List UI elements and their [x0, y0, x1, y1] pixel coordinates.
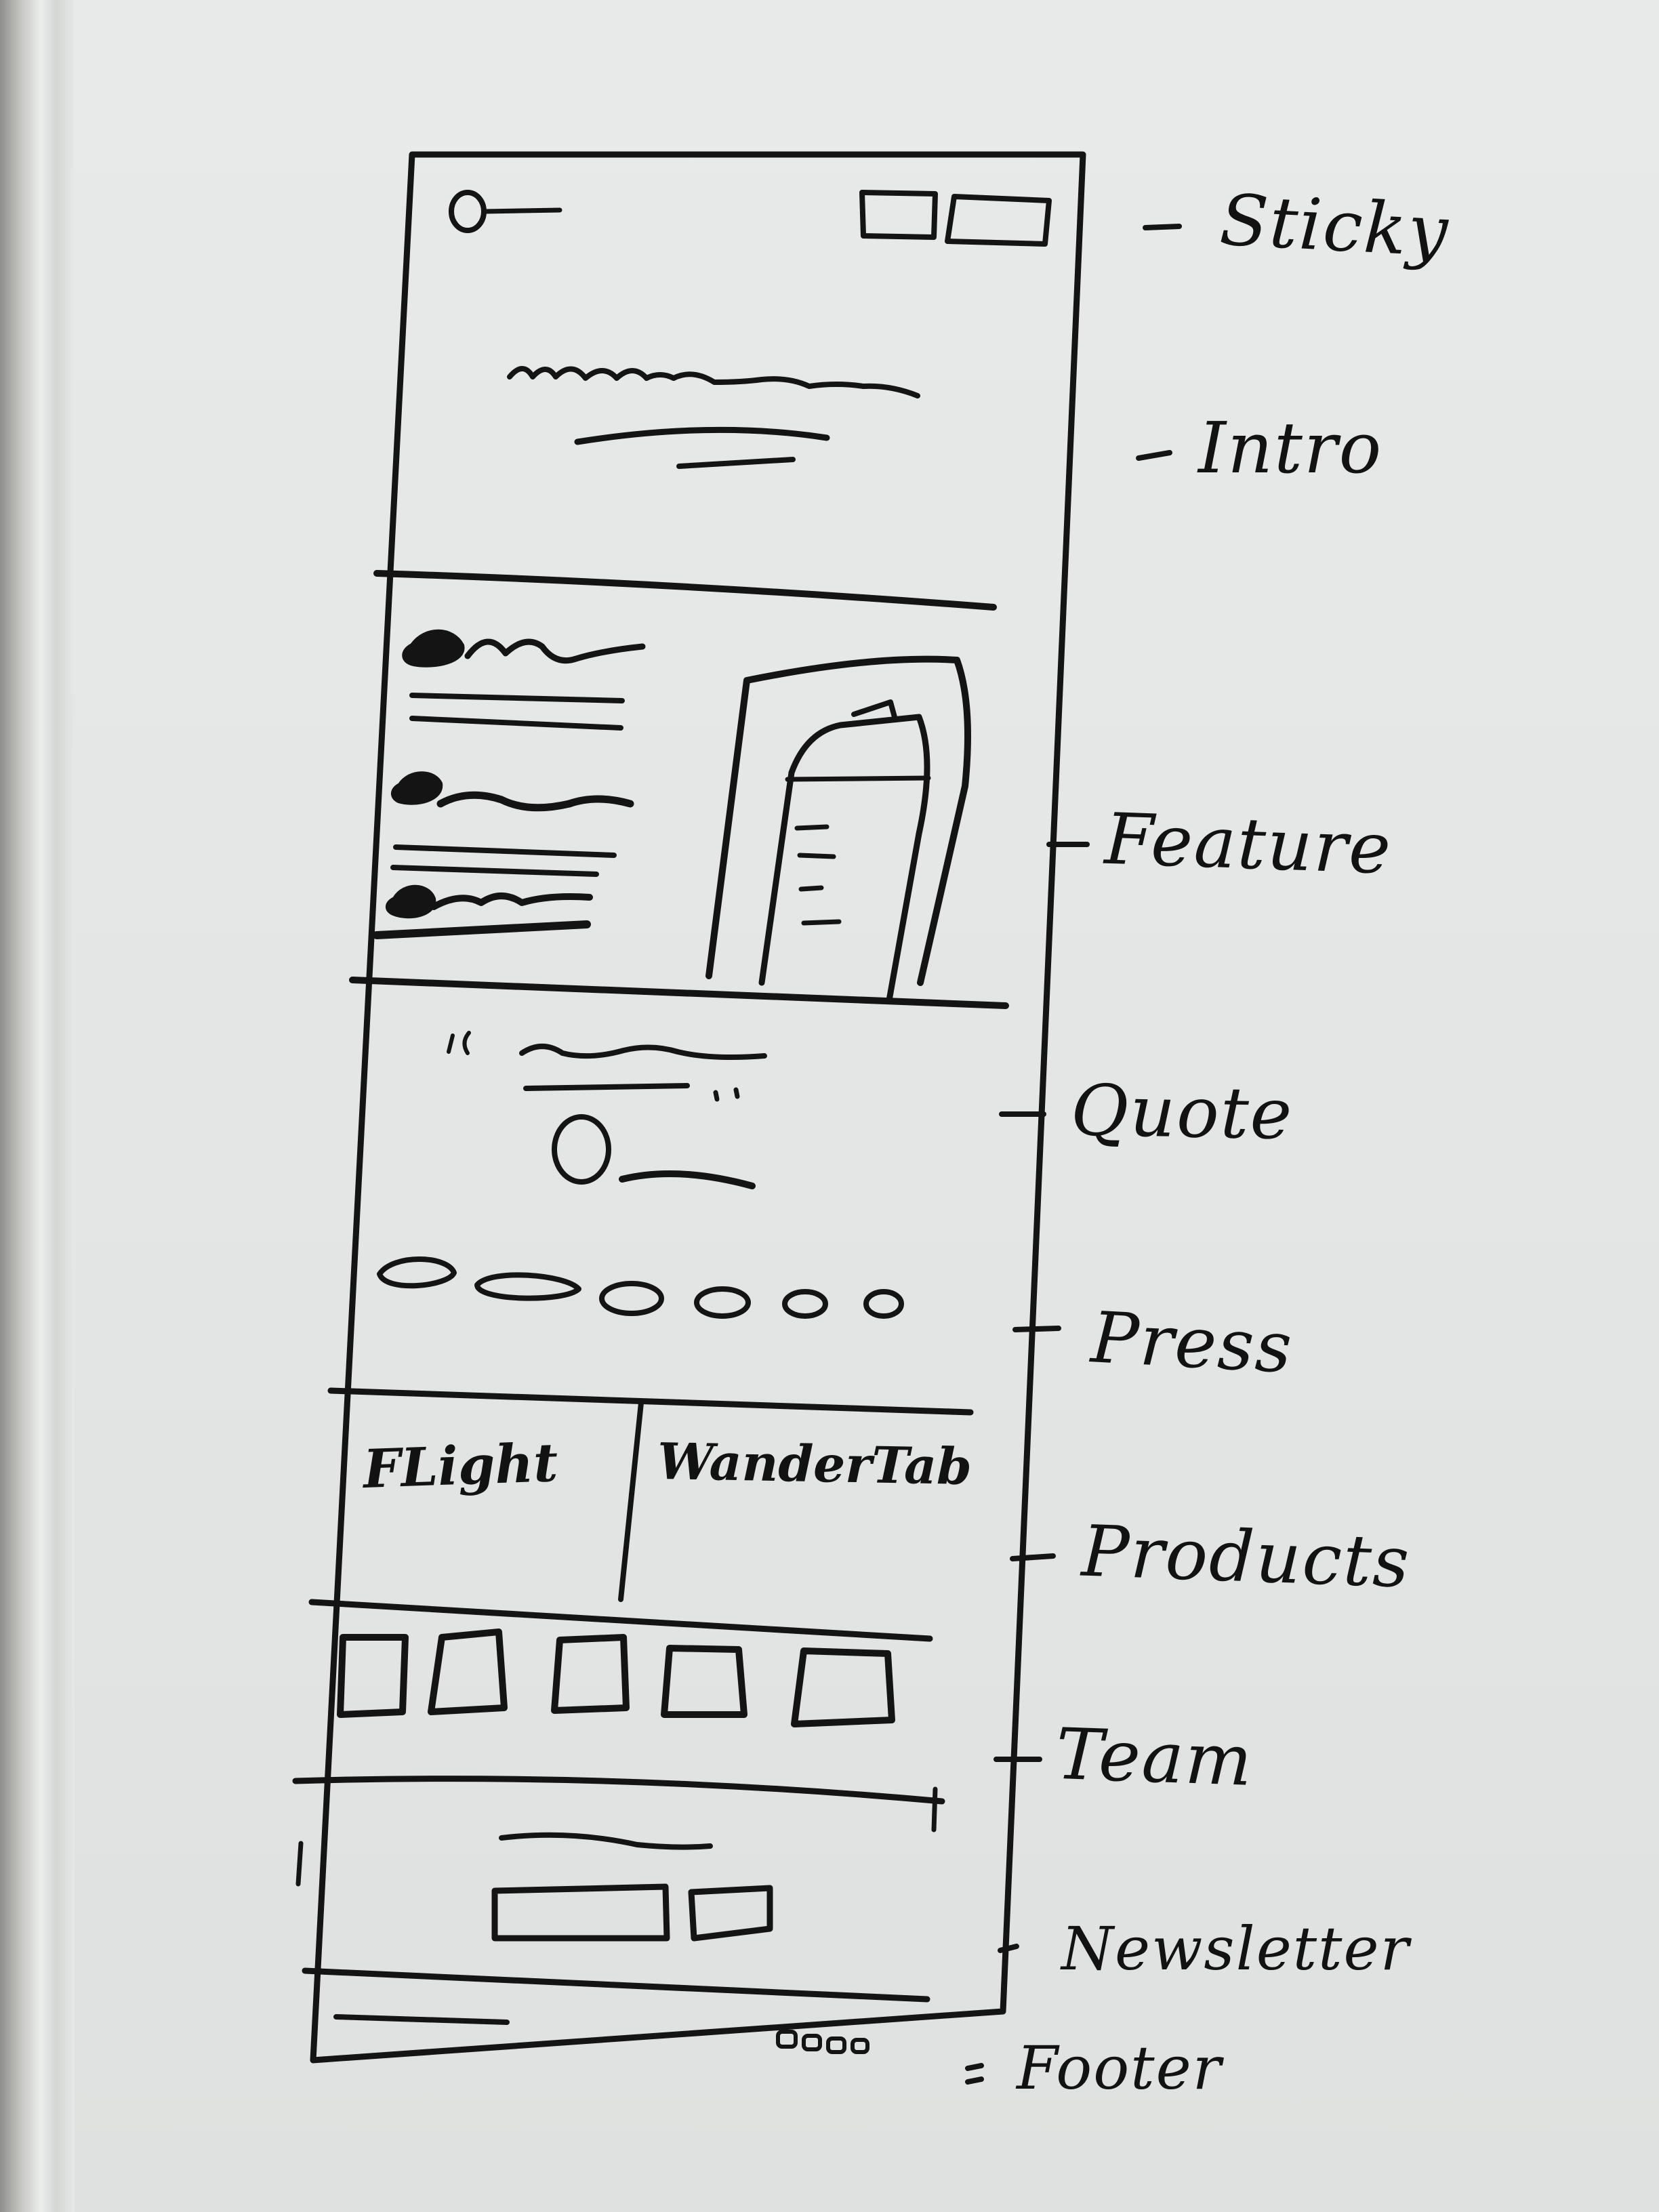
footer-icon-2: [802, 2034, 822, 2051]
phone-inner: [758, 714, 930, 1004]
intro-section: [507, 366, 920, 469]
team-photo-1: [337, 1634, 409, 1718]
press-logo-5: [782, 1289, 828, 1319]
sticky-header: [449, 190, 1052, 247]
footer-icon-1: [776, 2030, 798, 2049]
newsletter-email-input[interactable]: [491, 1883, 670, 1942]
press-logo-2: [474, 1272, 581, 1301]
feature-line-2a: [393, 844, 617, 858]
press-logo-6: [863, 1289, 904, 1319]
divider-team-newsletter: [292, 1776, 945, 1805]
label-team: Team: [1054, 1712, 1255, 1803]
phone-list-1: [794, 824, 830, 831]
phone-outer: [705, 655, 971, 986]
phone-mockup: [705, 655, 971, 1004]
logo-icon: [449, 190, 487, 233]
dash-products: [1010, 1553, 1056, 1561]
label-intro: Intro: [1198, 407, 1383, 489]
label-newsletter: Newsletter: [1061, 1914, 1410, 1984]
intro-subtitle: [574, 426, 830, 445]
quote-section: [447, 1031, 767, 1189]
products-column-divider: [618, 1400, 644, 1602]
feature-bullet-icon-3: [386, 884, 436, 919]
feature-bullet-icon-1: [402, 629, 465, 668]
footer-icon-4: [851, 2038, 869, 2054]
feature-line-2b: [390, 865, 599, 877]
quote-text-line-1: [519, 1044, 767, 1060]
label-sticky: Sticky: [1218, 178, 1452, 273]
dash-intro: [1136, 450, 1172, 461]
footer-icon-3: [826, 2036, 846, 2054]
label-quote: Quote: [1069, 1069, 1294, 1155]
label-products: Products: [1080, 1509, 1412, 1604]
phone-list-2: [797, 853, 836, 859]
product-name-flight: FLight: [362, 1432, 559, 1500]
page-outline: [310, 151, 1086, 2064]
team-photo-3: [551, 1634, 630, 1714]
intro-headline: [507, 366, 920, 398]
logo-wordmark: [483, 207, 562, 214]
phone-header-line: [785, 775, 931, 782]
quote-open-mark-2: [462, 1031, 471, 1055]
feature-section: [373, 629, 971, 1004]
dash-footer: [965, 2063, 984, 2085]
divider-newsletter-footer: [302, 1967, 930, 2003]
press-logo-3: [599, 1281, 664, 1316]
team-section: [337, 1629, 895, 1727]
press-logo-1: [377, 1256, 457, 1289]
newsletter-side-marks: [295, 1786, 938, 1887]
dash-newsletter: [998, 1944, 1019, 1953]
press-logo-4: [694, 1286, 751, 1319]
newsletter-submit-button[interactable]: [688, 1885, 773, 1942]
label-footer: Footer: [1017, 2033, 1223, 2103]
feature-title-1: [464, 638, 646, 664]
feature-title-2: [436, 791, 634, 812]
newsletter-heading: [499, 1832, 713, 1850]
phone-list-3: [798, 885, 824, 892]
label-press: Press: [1089, 1296, 1295, 1389]
press-section: [377, 1256, 904, 1319]
quote-close-mark: [713, 1087, 740, 1102]
phone-list-4: [801, 919, 842, 926]
label-feature: Feature: [1103, 797, 1394, 890]
feature-line-1b: [409, 716, 623, 731]
quote-author-avatar: [552, 1114, 611, 1185]
team-photo-5: [791, 1647, 895, 1727]
dash-press: [1012, 1326, 1061, 1332]
divider-products-team: [308, 1599, 933, 1642]
header-button-1: [859, 190, 938, 240]
divider-intro-feature: [373, 570, 997, 611]
phone-notch: [851, 699, 897, 720]
product-name-wandertab: WanderTab: [657, 1432, 972, 1497]
team-photo-4: [661, 1645, 747, 1718]
whiteboard-frame: [0, 0, 75, 2212]
footer-section: [333, 2014, 869, 2054]
feature-bullet-icon-2: [391, 771, 443, 805]
header-button-2: [945, 194, 1052, 247]
quote-open-mark-1: [447, 1033, 455, 1054]
feature-line-1a: [409, 693, 625, 703]
footer-text: [333, 2014, 510, 2025]
divider-press-products: [327, 1387, 974, 1416]
annotation-dashes: [965, 224, 1182, 2085]
quote-author-name: [619, 1170, 756, 1189]
newsletter-section: [491, 1832, 773, 1942]
feature-line-3a: [373, 920, 591, 939]
divider-feature-quote: [349, 977, 1009, 1009]
feature-title-3: [430, 893, 593, 910]
dash-sticky: [1143, 224, 1182, 230]
team-photo-2: [428, 1629, 508, 1715]
quote-text-line-2: [523, 1083, 690, 1091]
intro-subtitle-2: [676, 457, 796, 469]
